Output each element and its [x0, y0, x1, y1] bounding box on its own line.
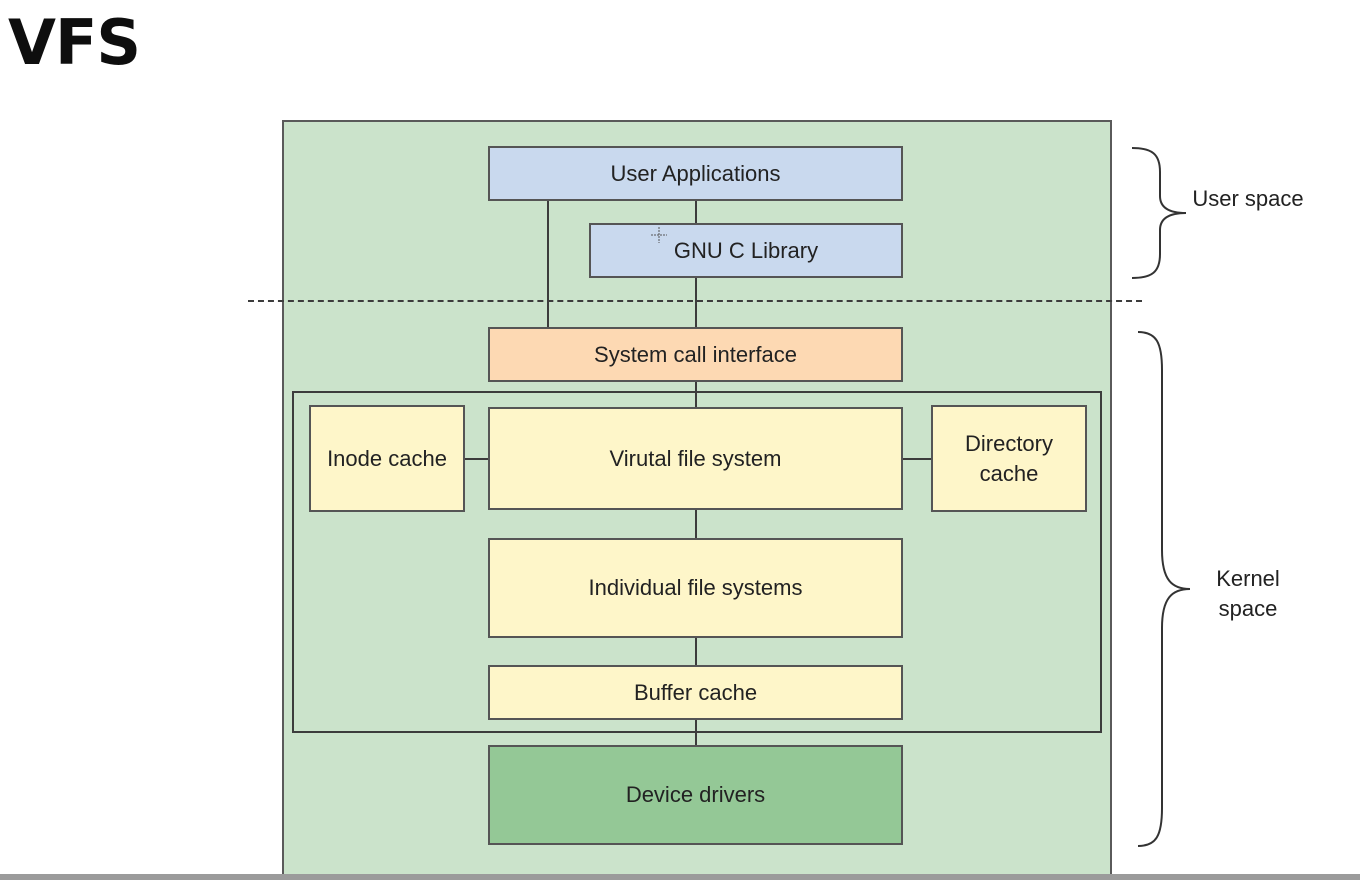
- connector-inode-to-vfs: [463, 458, 489, 460]
- buffer-cache-label: Buffer cache: [633, 679, 758, 705]
- individual-file-systems-box: Individual file systems: [488, 538, 903, 638]
- connector-individual-to-buffer: [695, 637, 697, 666]
- kernel-space-brace: [1137, 331, 1191, 847]
- user-applications-box: User Applications: [488, 146, 903, 201]
- connector-syscall-to-vfs: [695, 380, 697, 408]
- page-title: VFS: [8, 6, 141, 79]
- crosshair-cursor-icon: [651, 227, 667, 243]
- gnu-c-library-label: GNU C Library: [673, 237, 819, 263]
- kernel-space-label: Kernel space: [1216, 566, 1280, 621]
- inode-cache-box: Inode cache: [309, 405, 465, 512]
- vfs-layer-frame: [292, 391, 1102, 733]
- buffer-cache-box: Buffer cache: [488, 665, 903, 720]
- user-applications-label: User Applications: [610, 160, 781, 186]
- device-drivers-box: Device drivers: [488, 745, 903, 845]
- user-space-label: User space: [1192, 186, 1304, 211]
- connector-apps-to-glibc: [695, 200, 697, 224]
- system-call-interface-box: System call interface: [488, 327, 903, 382]
- user-space-brace: [1131, 147, 1187, 279]
- system-call-interface-label: System call interface: [594, 341, 797, 367]
- connector-vfs-to-directory: [902, 458, 932, 460]
- bottom-edge-strip: [0, 874, 1360, 880]
- inode-cache-label: Inode cache: [327, 445, 447, 471]
- connector-apps-to-syscall: [547, 200, 549, 328]
- user-kernel-boundary-line: [248, 300, 1142, 302]
- virtual-file-system-box: Virutal file system: [488, 407, 903, 510]
- connector-vfs-to-individual: [695, 509, 697, 539]
- gnu-c-library-box: GNU C Library: [589, 223, 903, 278]
- device-drivers-label: Device drivers: [625, 782, 766, 807]
- connector-buffer-to-drivers: [695, 718, 697, 746]
- directory-cache-label: Directory cache: [964, 430, 1053, 486]
- individual-file-systems-label: Individual file systems: [588, 575, 803, 600]
- virtual-file-system-label: Virutal file system: [609, 445, 782, 471]
- directory-cache-box: Directory cache: [931, 405, 1087, 512]
- connector-glibc-to-syscall: [695, 277, 697, 328]
